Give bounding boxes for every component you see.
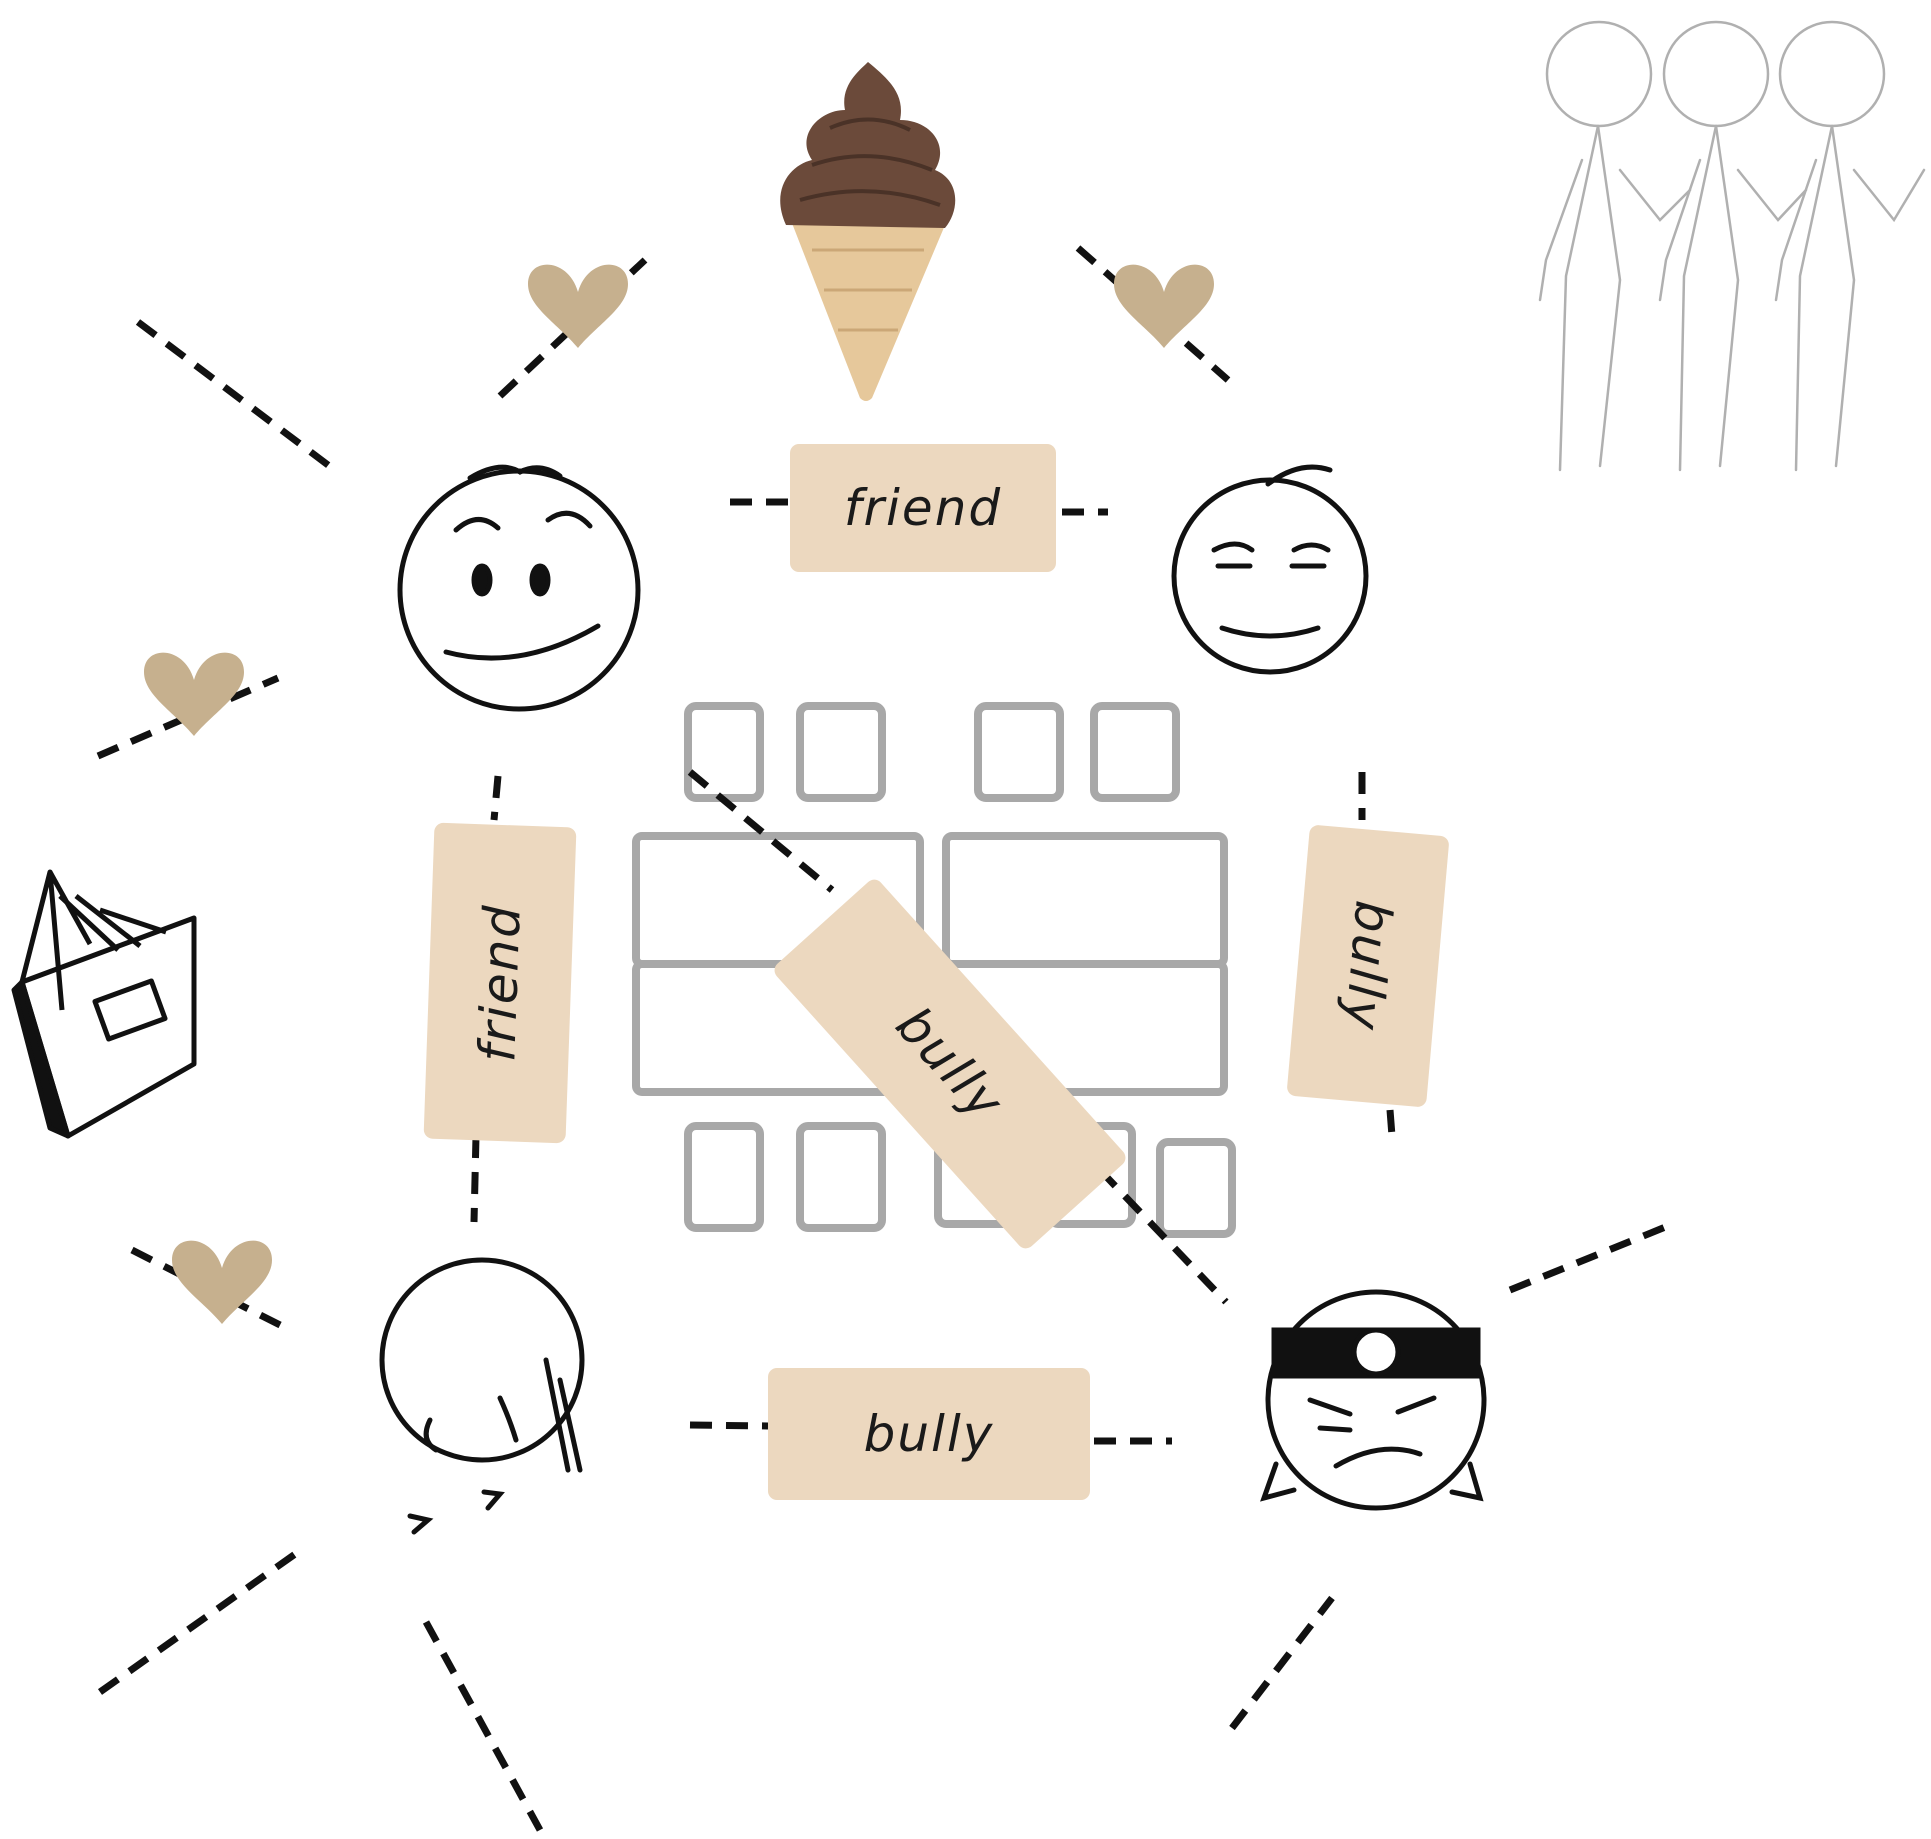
label-right-bully: bully bbox=[1286, 824, 1450, 1108]
label-top-friend: friend bbox=[790, 444, 1056, 572]
angry-face-icon bbox=[1260, 1289, 1487, 1511]
label-left-friend: friend bbox=[423, 822, 577, 1144]
smiling-face-icon bbox=[397, 464, 641, 712]
content-face-icon bbox=[1171, 464, 1369, 675]
label-bottom-bully: bully bbox=[768, 1368, 1090, 1500]
crying-face-icon bbox=[379, 1257, 585, 1535]
